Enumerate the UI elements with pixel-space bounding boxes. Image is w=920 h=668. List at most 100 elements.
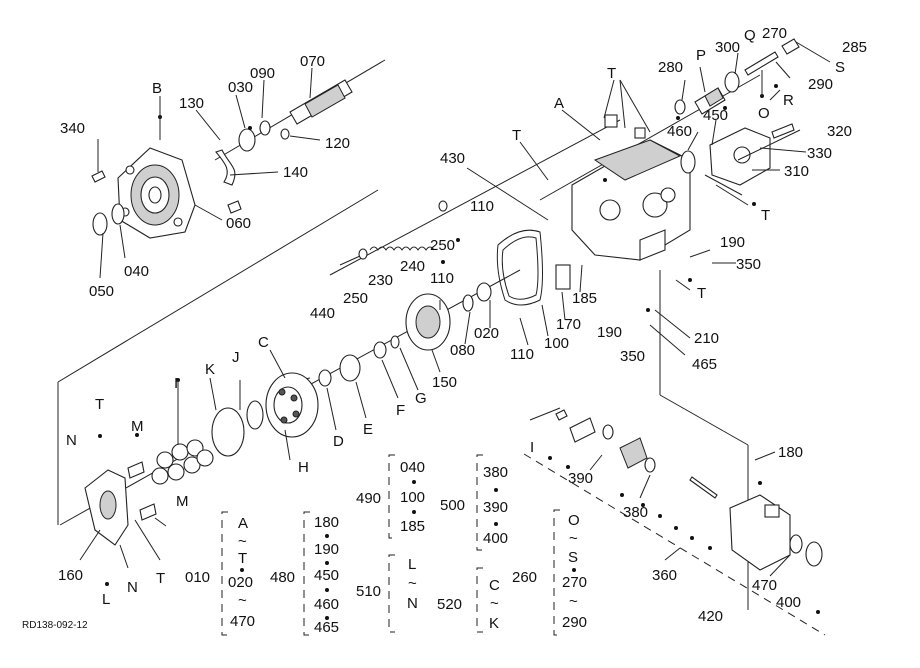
legend-480-item-1: 190: [314, 541, 339, 558]
label-320: 320: [827, 123, 852, 140]
label-030: 030: [228, 79, 253, 96]
label-L: L: [102, 591, 110, 608]
label-T-6: T: [156, 570, 165, 587]
legend-490-num: 490: [356, 490, 381, 507]
legend-010-b1: 020: [228, 574, 253, 591]
label-185: 185: [572, 290, 597, 307]
label-080: 080: [450, 342, 475, 359]
label-H: H: [298, 459, 309, 476]
label-380: 380: [623, 504, 648, 521]
legend-group-510: 510 L ~ N: [356, 556, 418, 612]
legend-010-tilde1: ~: [238, 533, 247, 550]
label-M-2: M: [176, 493, 189, 510]
label-160: 160: [58, 567, 83, 584]
legend-260-b1: 270: [562, 574, 587, 591]
label-N-1: N: [66, 432, 77, 449]
legend-480-num: 480: [270, 569, 295, 586]
legend-010-b2: 470: [230, 613, 255, 630]
legend-480-item-0: 180: [314, 514, 339, 531]
label-040: 040: [124, 263, 149, 280]
label-110-2: 110: [430, 270, 454, 287]
legend-510-top: L: [408, 556, 416, 573]
label-020: 020: [474, 325, 499, 342]
label-P: P: [696, 47, 706, 64]
label-060: 060: [226, 215, 251, 232]
legend-510-tilde: ~: [408, 575, 417, 592]
label-300: 300: [715, 39, 740, 56]
legend-260-top: O: [568, 512, 580, 529]
valve-p: [674, 38, 800, 186]
legend-480-item-2: 450: [314, 567, 339, 584]
legend-480-item-3: 460: [314, 596, 339, 613]
label-T-1: T: [512, 127, 521, 144]
label-190-2: 190: [720, 234, 745, 251]
label-190-1: 190: [597, 324, 622, 341]
legend-260-tilde2: ~: [569, 593, 578, 610]
label-270: 270: [762, 25, 787, 42]
label-360: 360: [652, 567, 677, 584]
label-390: 390: [568, 470, 593, 487]
label-110-3: 110: [510, 346, 534, 363]
legend-500-item-0: 380: [483, 464, 508, 481]
label-110-1: 110: [470, 198, 494, 215]
legend-490-item-2: 185: [400, 518, 425, 535]
legend-510-bot: N: [407, 595, 418, 612]
legend-490-item-1: 100: [400, 489, 425, 506]
label-R: R: [783, 92, 794, 109]
legend-group-500: 500 380 390 400: [440, 464, 508, 547]
legend-520-tilde: ~: [490, 595, 499, 612]
label-210: 210: [694, 330, 719, 347]
label-310: 310: [784, 163, 809, 180]
label-250-2: 250: [343, 290, 368, 307]
label-140: 140: [283, 164, 308, 181]
label-350-2: 350: [736, 256, 761, 273]
label-230: 230: [368, 272, 393, 289]
valve-assembly: [555, 409, 823, 610]
label-460: 460: [667, 123, 692, 140]
label-K: K: [205, 361, 215, 378]
leader-lines: [79, 41, 831, 577]
legend-500-num: 500: [440, 497, 465, 514]
label-S: S: [835, 59, 845, 76]
legend-group-520: 520 C ~ K: [437, 577, 500, 632]
legend-520-top: C: [489, 577, 500, 594]
label-T-3: T: [697, 285, 706, 302]
plate-150: [405, 264, 571, 351]
label-150: 150: [432, 374, 457, 391]
label-470: 470: [752, 577, 777, 594]
label-290: 290: [808, 76, 833, 93]
shaft-070: [215, 79, 353, 214]
label-430: 430: [440, 150, 465, 167]
label-050: 050: [89, 283, 114, 300]
label-T-5: T: [95, 396, 104, 413]
legend-group-480: 480 180 190 450 460 465: [270, 514, 339, 636]
legend-490-item-0: 040: [400, 459, 425, 476]
legend-group-260: 260 O ~ S 270 ~ 290: [512, 512, 587, 631]
drawing-code: RD138-092-12: [22, 620, 88, 631]
label-F: F: [396, 402, 405, 419]
label-O: O: [758, 105, 770, 122]
legend-group-010: 010 A ~ T 020 ~ 470: [185, 515, 255, 630]
label-440: 440: [310, 305, 335, 322]
legend-010-mid: T: [238, 550, 247, 567]
label-400: 400: [776, 594, 801, 611]
label-180: 180: [778, 444, 803, 461]
legend-brackets: [221, 454, 560, 636]
legend-260-tilde1: ~: [569, 530, 578, 547]
legend-260-b2: 290: [562, 614, 587, 631]
label-170: 170: [556, 316, 581, 333]
label-250-1: 250: [430, 237, 455, 254]
label-D: D: [333, 433, 344, 450]
label-100: 100: [544, 335, 569, 352]
label-450: 450: [703, 107, 728, 124]
legend-520-num: 520: [437, 596, 462, 613]
gasket-430: [496, 229, 543, 306]
housing-a: [571, 114, 691, 261]
legend-010-tilde2: ~: [238, 592, 247, 609]
part-labels: B 130 030 090 070 120 340 140 060 040 05…: [58, 25, 867, 625]
label-120: 120: [325, 135, 350, 152]
legend-010-top: A: [238, 515, 248, 532]
label-M-1: M: [131, 418, 144, 435]
legend-480-item-4: 465: [314, 619, 339, 636]
